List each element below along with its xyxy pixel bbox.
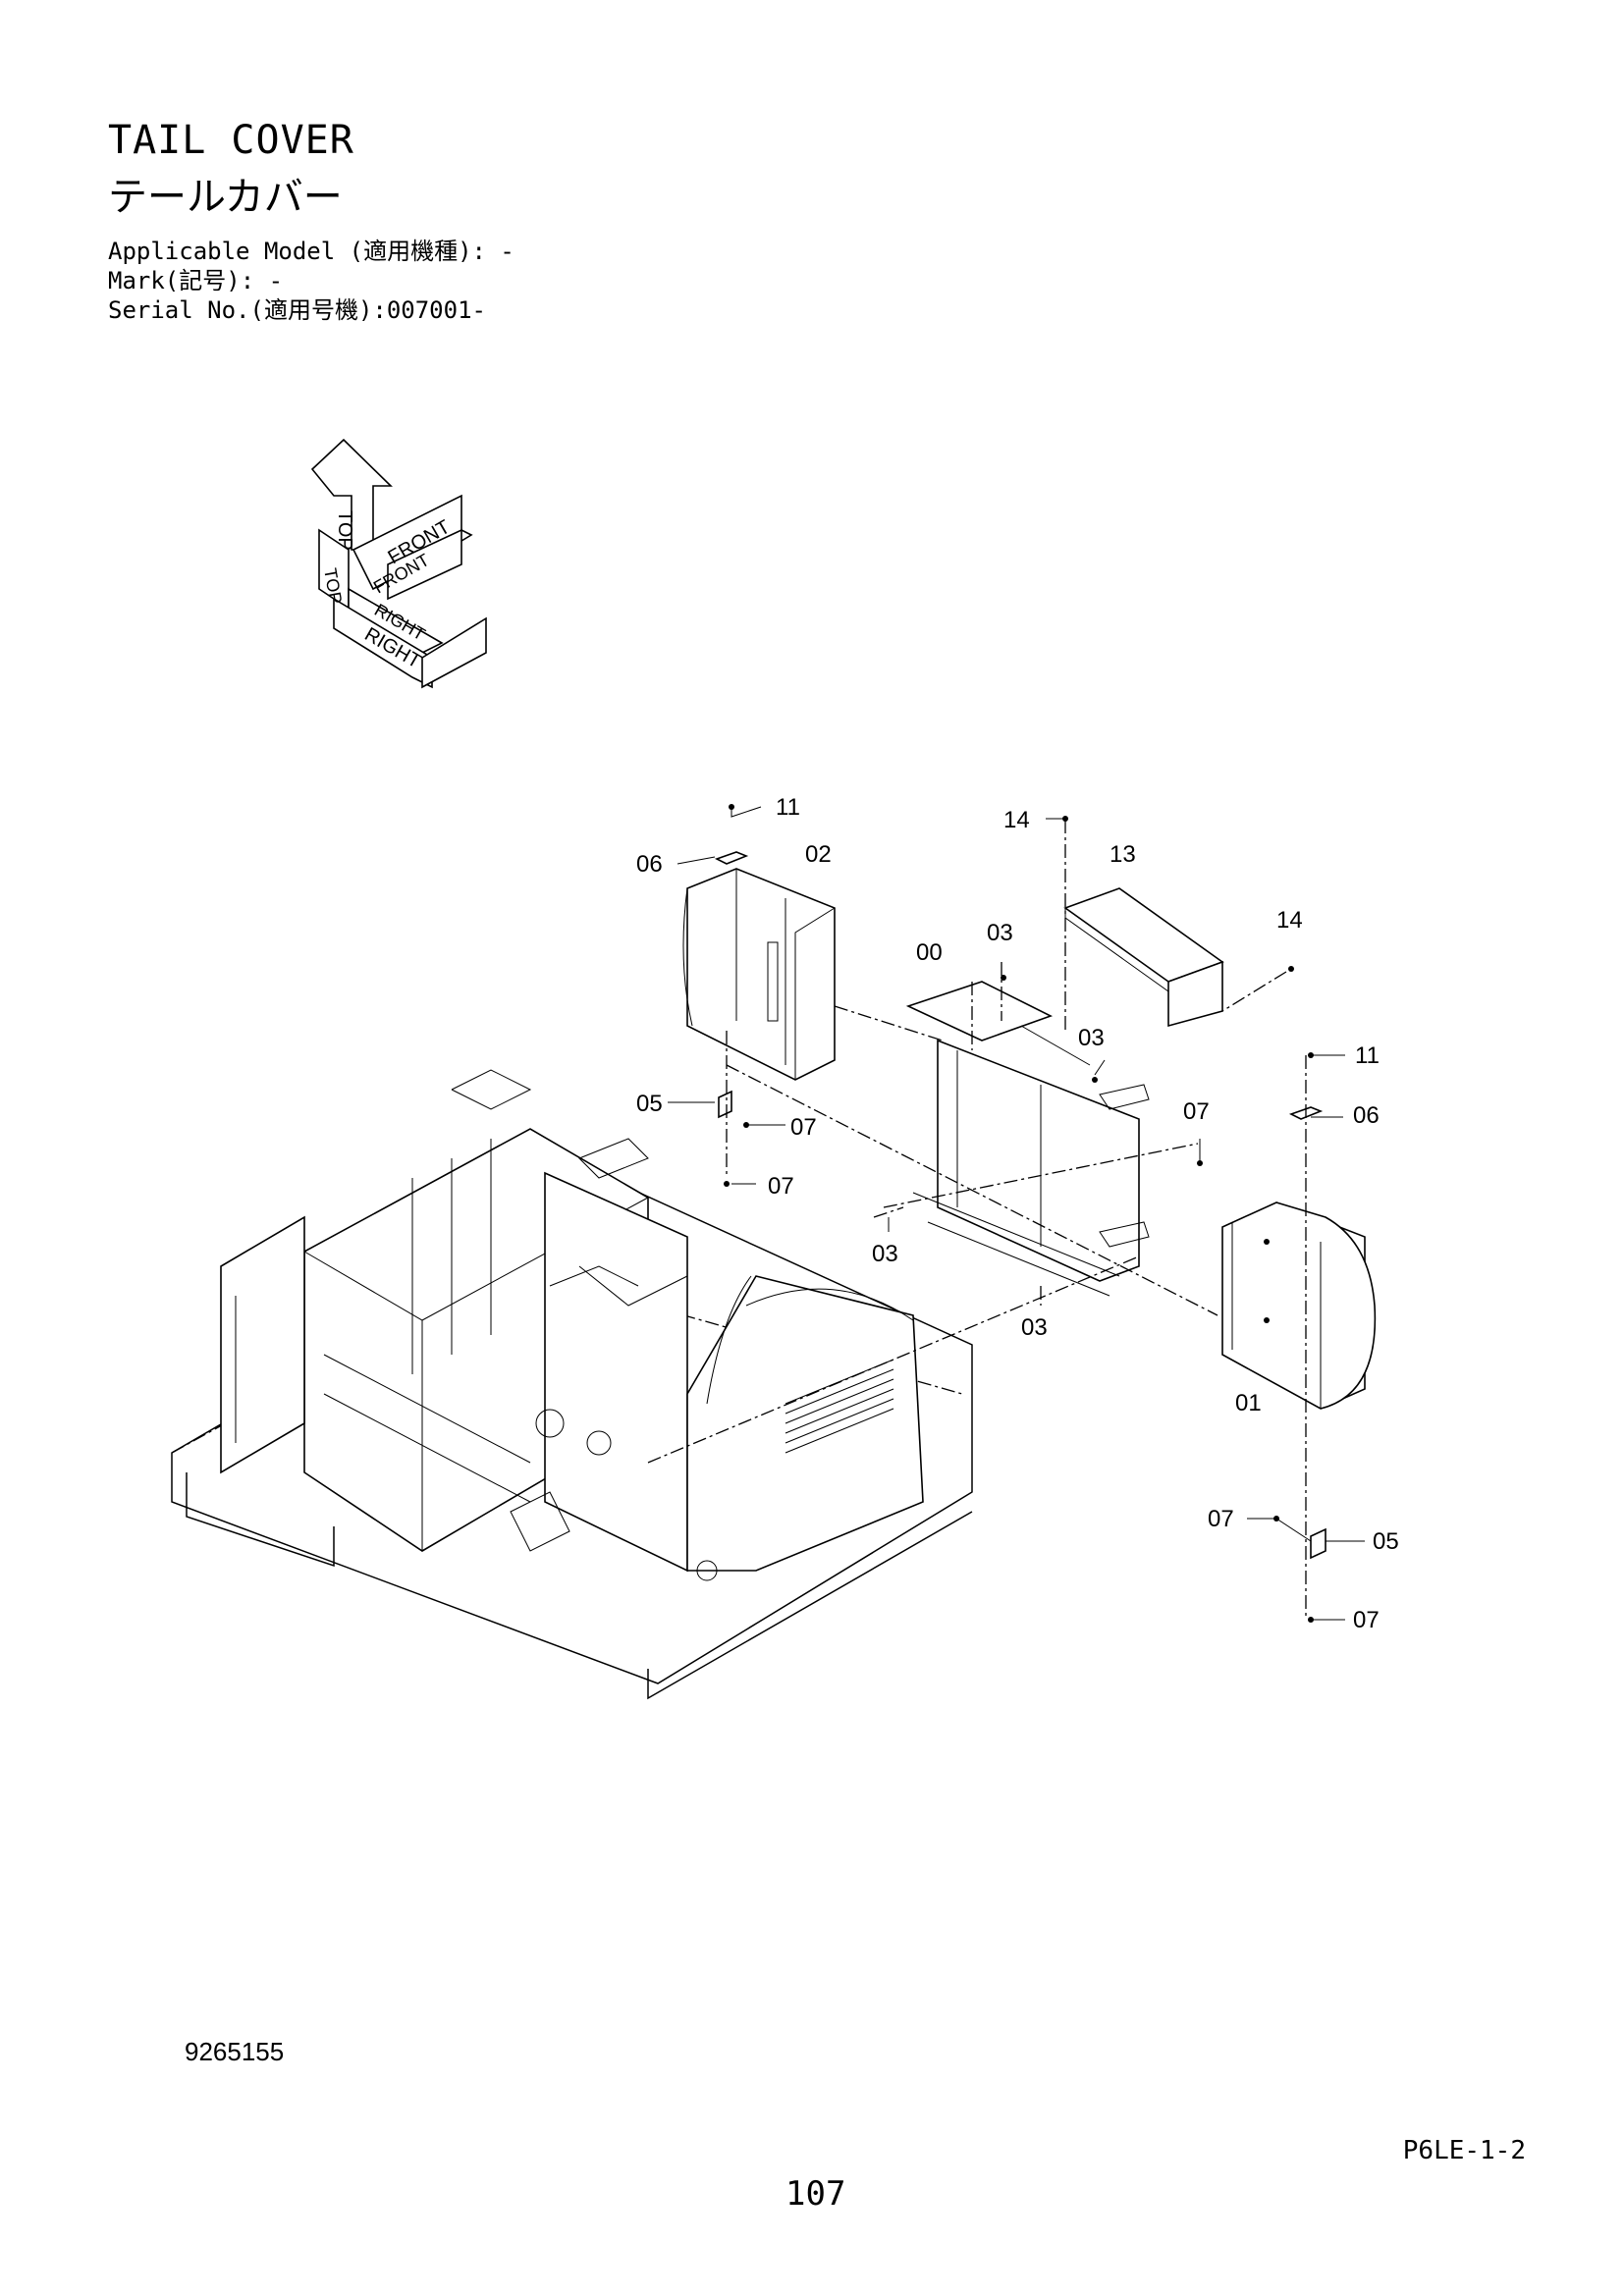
orientation-indicator: TOP TOP FRONT FRONT RIGHT RIGHT xyxy=(310,438,487,689)
callout-11-b: 11 xyxy=(1355,1042,1380,1069)
callout-01: 01 xyxy=(1235,1390,1262,1416)
callout-03-c: 03 xyxy=(872,1241,898,1267)
section-code: P6LE-1-2 xyxy=(1402,2136,1526,2165)
serial-number: Serial No.(適用号機):007001- xyxy=(108,296,486,324)
callout-11-a: 11 xyxy=(776,794,800,821)
callout-13: 13 xyxy=(1110,841,1136,868)
callout-06-a: 06 xyxy=(636,851,663,878)
callout-14-b: 14 xyxy=(1276,907,1303,934)
part-01-right-cover xyxy=(1221,1201,1377,1410)
callout-03-a: 03 xyxy=(987,920,1013,946)
upper-frame-assembly xyxy=(171,1069,973,1700)
drawing-id: 9265155 xyxy=(185,2037,285,2066)
callout-14-a: 14 xyxy=(1003,807,1030,833)
page-title: TAIL COVER xyxy=(108,118,354,163)
callout-00: 00 xyxy=(916,939,943,966)
callout-06-b: 06 xyxy=(1353,1102,1380,1129)
callout-03-b: 03 xyxy=(1078,1025,1105,1051)
mark: Mark(記号): - xyxy=(108,267,284,294)
part-02-left-cover xyxy=(682,868,836,1081)
part-13-top-cover xyxy=(1063,887,1224,1028)
callout-05-b: 05 xyxy=(1373,1528,1399,1555)
callout-07-b: 07 xyxy=(790,1114,817,1141)
page-number: 107 xyxy=(785,2174,846,2214)
fastener-dots xyxy=(724,804,1314,1623)
callout-02: 02 xyxy=(805,841,832,868)
callout-03-d: 03 xyxy=(1021,1314,1048,1341)
callout-07-e: 07 xyxy=(1353,1607,1380,1633)
assembly-lines xyxy=(647,820,1307,1620)
callout-07-a: 07 xyxy=(1183,1098,1210,1125)
callout-05-a: 05 xyxy=(636,1091,663,1117)
callout-07-d: 07 xyxy=(1208,1506,1234,1532)
applicable-model: Applicable Model (適用機種): - xyxy=(108,238,514,265)
bracket-parts xyxy=(714,851,1326,1560)
part-00-center-panel xyxy=(905,981,1150,1297)
top-label: TOP xyxy=(334,510,355,551)
callout-07-c: 07 xyxy=(768,1173,794,1200)
page-title-japanese: テールカバー xyxy=(108,175,343,220)
callout-labels: 11 06 02 14 13 14 03 00 03 11 05 07 07 0… xyxy=(636,794,1399,1633)
